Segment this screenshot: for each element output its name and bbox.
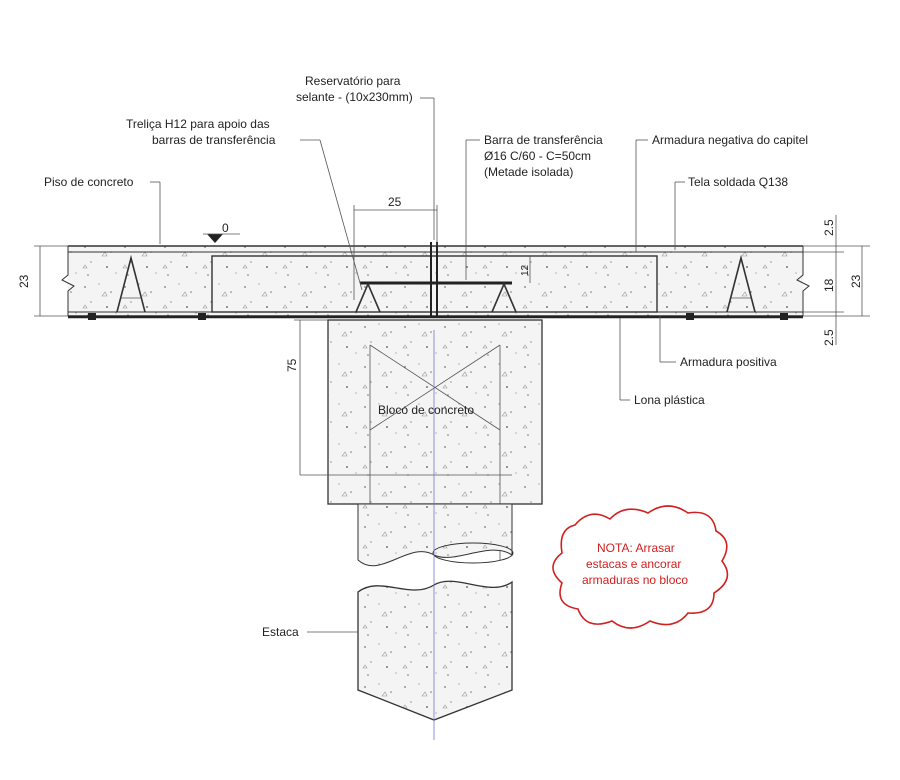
dim-top-width: 25 (388, 195, 402, 209)
label-bloco: Bloco de concreto (378, 403, 474, 417)
dim-block-depth: 75 (285, 358, 299, 372)
dim-cover-bottom: 2.5 (822, 329, 836, 346)
label-armadura-positiva: Armadura positiva (680, 355, 777, 369)
label-armadura-negativa: Armadura negativa do capitel (652, 133, 808, 147)
dim-core: 18 (822, 278, 836, 292)
label-reservatorio-1: Reservatório para (305, 74, 401, 88)
leader-lines (150, 97, 685, 633)
label-piso: Piso de concreto (44, 175, 134, 189)
dim-slab-left: 23 (17, 274, 31, 288)
pile (357, 330, 514, 740)
label-trelica-2: barras de transferência (152, 133, 276, 147)
dimension-lines (34, 205, 870, 475)
level-zero: 0 (222, 221, 229, 235)
label-barra-3: (Metade isolada) (484, 165, 573, 179)
dim-bar-gap: 12 (520, 264, 531, 276)
label-tela: Tela soldada Q138 (688, 175, 788, 189)
label-barra-1: Barra de transferência (484, 133, 603, 147)
note-line-2: estacas e ancorar (586, 557, 681, 571)
dim-slab-right: 23 (849, 274, 863, 288)
note-cloud (552, 505, 729, 629)
label-lona: Lona plástica (634, 393, 705, 407)
label-trelica-1: Treliça H12 para apoio das (126, 117, 270, 131)
label-estaca: Estaca (262, 625, 299, 639)
concrete-slab (61, 242, 810, 320)
concrete-block (300, 319, 543, 560)
note-line-1: NOTA: Arrasar (597, 541, 675, 555)
dim-cover-top: 2.5 (822, 219, 836, 236)
label-barra-2: Ø16 C/60 - C=50cm (484, 149, 591, 163)
truss-supports (116, 254, 756, 313)
labels: Reservatório para selante - (10x230mm) T… (17, 74, 863, 639)
label-reservatorio-2: selante - (10x230mm) (296, 90, 413, 104)
note-line-3: armaduras no bloco (582, 573, 688, 587)
